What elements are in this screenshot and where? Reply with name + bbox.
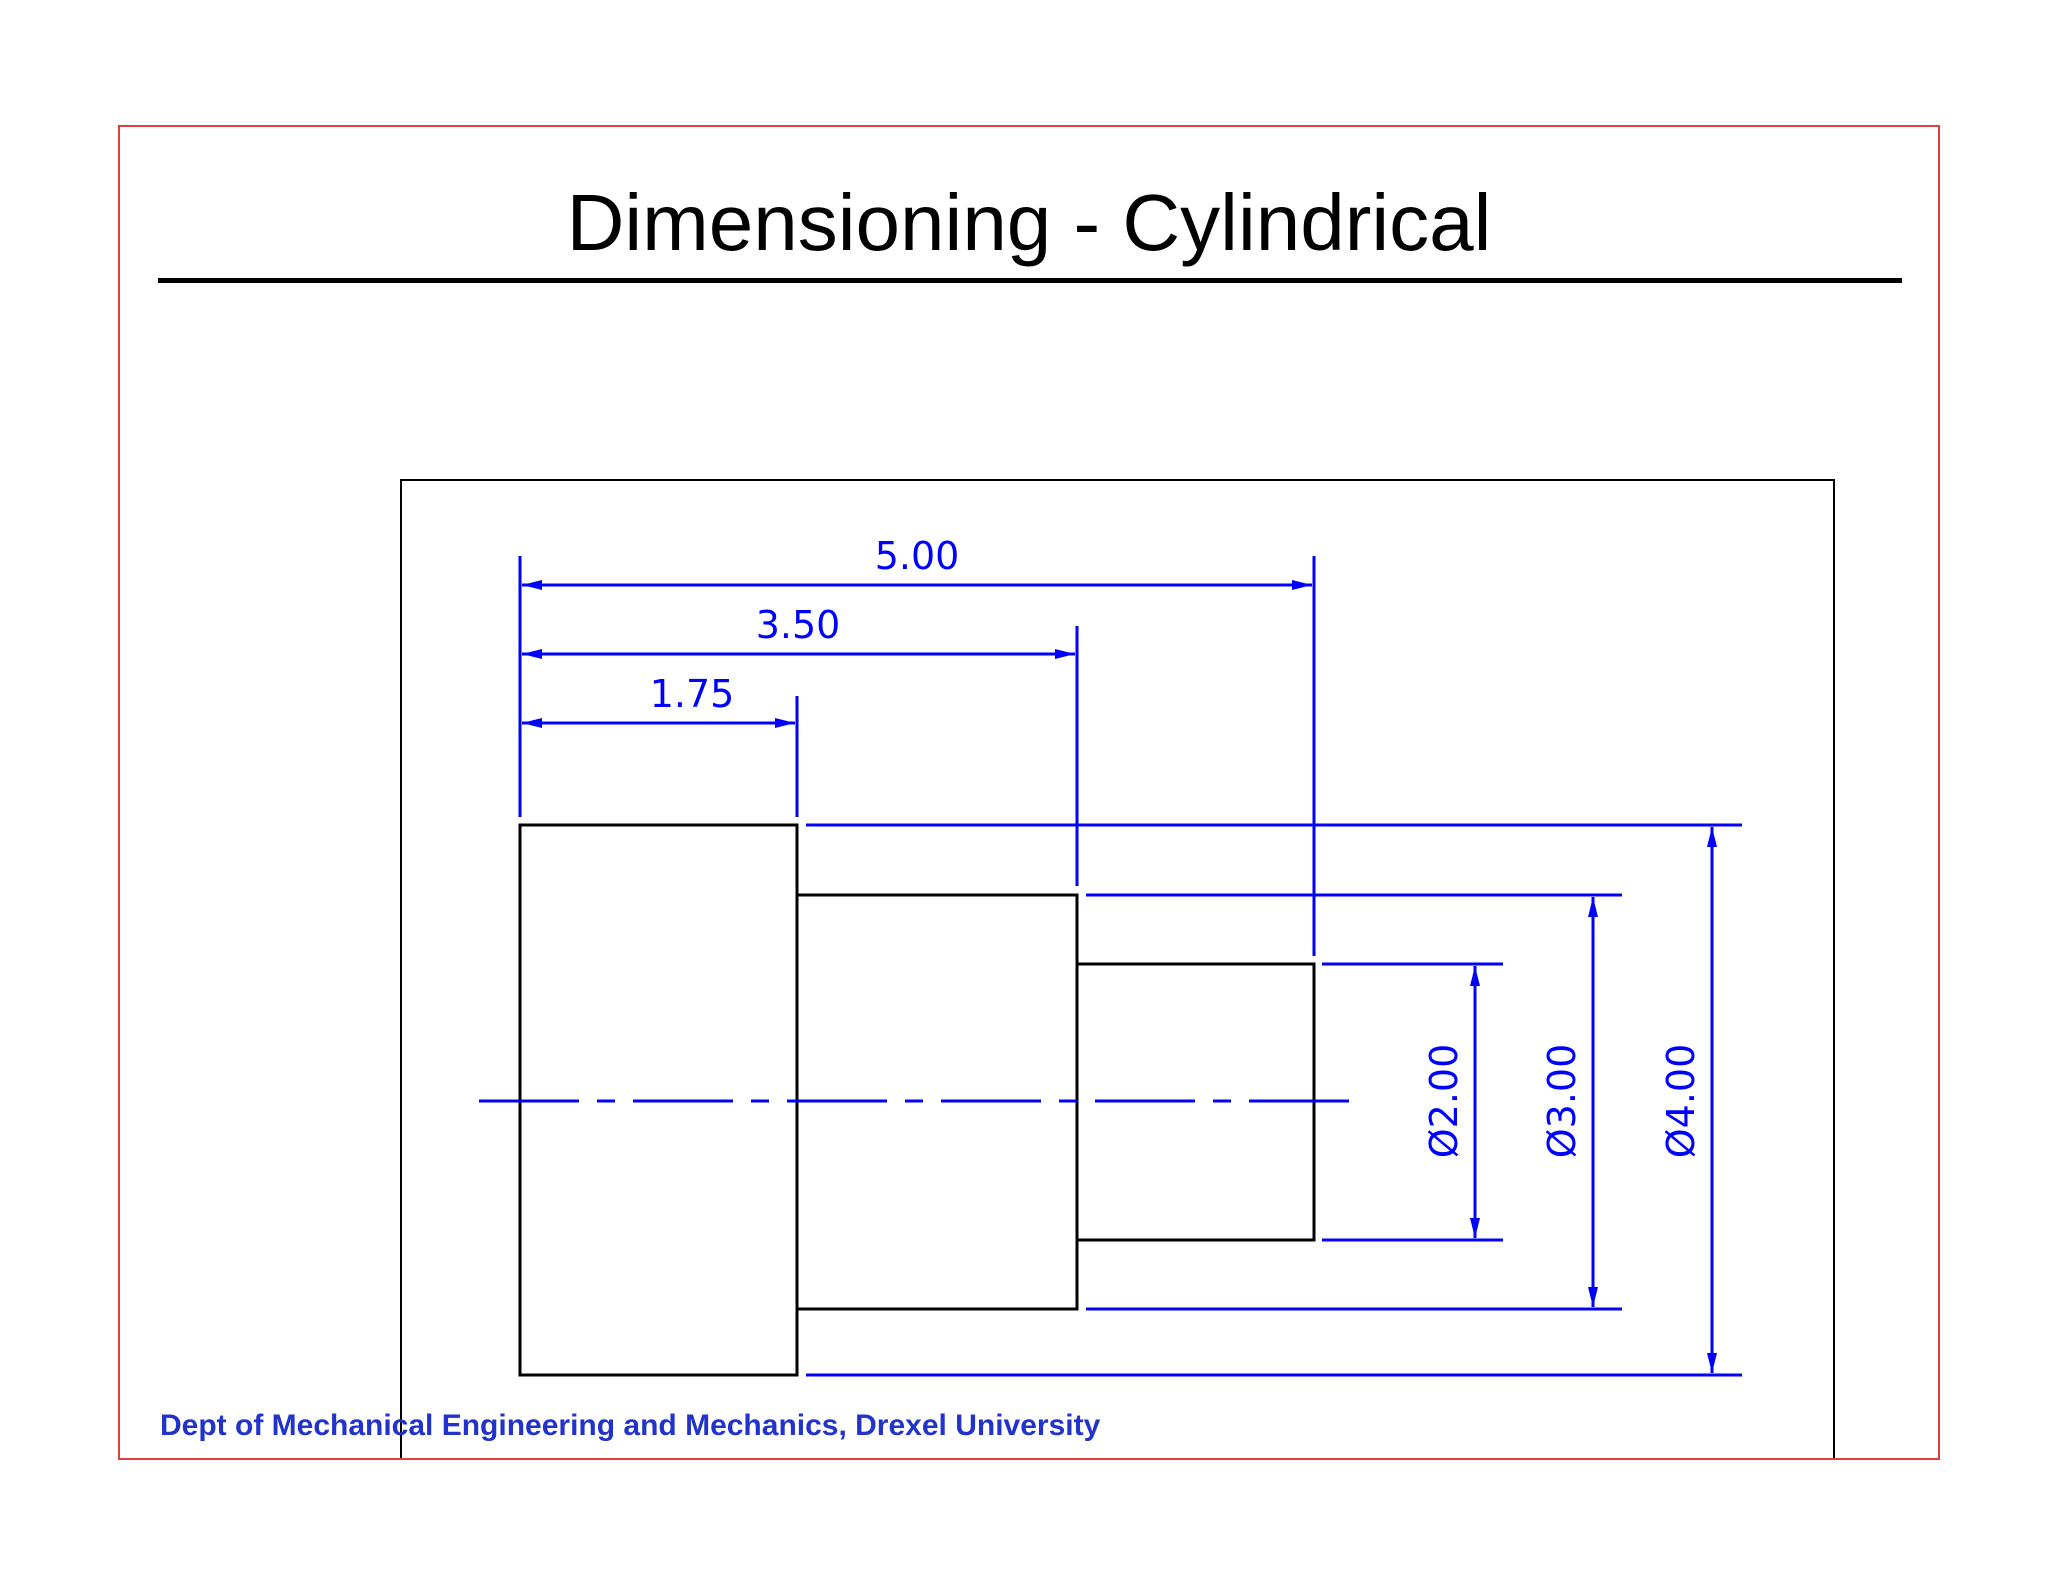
slide-frame: Dimensioning - Cylindrical xyxy=(118,125,1940,1460)
label-dia-4: Ø4.00 xyxy=(1659,1044,1703,1159)
label-3-50: 3.50 xyxy=(756,603,841,647)
title-divider xyxy=(158,278,1902,283)
label-5-00: 5.00 xyxy=(875,534,960,578)
label-dia-2: Ø2.00 xyxy=(1422,1044,1466,1159)
length-dimension-lines xyxy=(522,580,1312,728)
label-1-75: 1.75 xyxy=(650,672,735,716)
footer-department: Dept of Mechanical Engineering and Mecha… xyxy=(160,1409,1101,1442)
drawing-frame: 5.00 3.50 1.75 Ø2.00 Ø3.00 Ø4.00 xyxy=(400,479,1835,1458)
stepped-shaft-drawing: 5.00 3.50 1.75 Ø2.00 Ø3.00 Ø4.00 xyxy=(479,534,1742,1377)
label-dia-3: Ø3.00 xyxy=(1540,1044,1584,1159)
slide-title: Dimensioning - Cylindrical xyxy=(566,178,1492,267)
extension-lines-vertical xyxy=(518,556,1316,956)
diameter-dimension-lines xyxy=(1470,827,1717,1373)
extension-lines-horizontal xyxy=(806,823,1742,1377)
